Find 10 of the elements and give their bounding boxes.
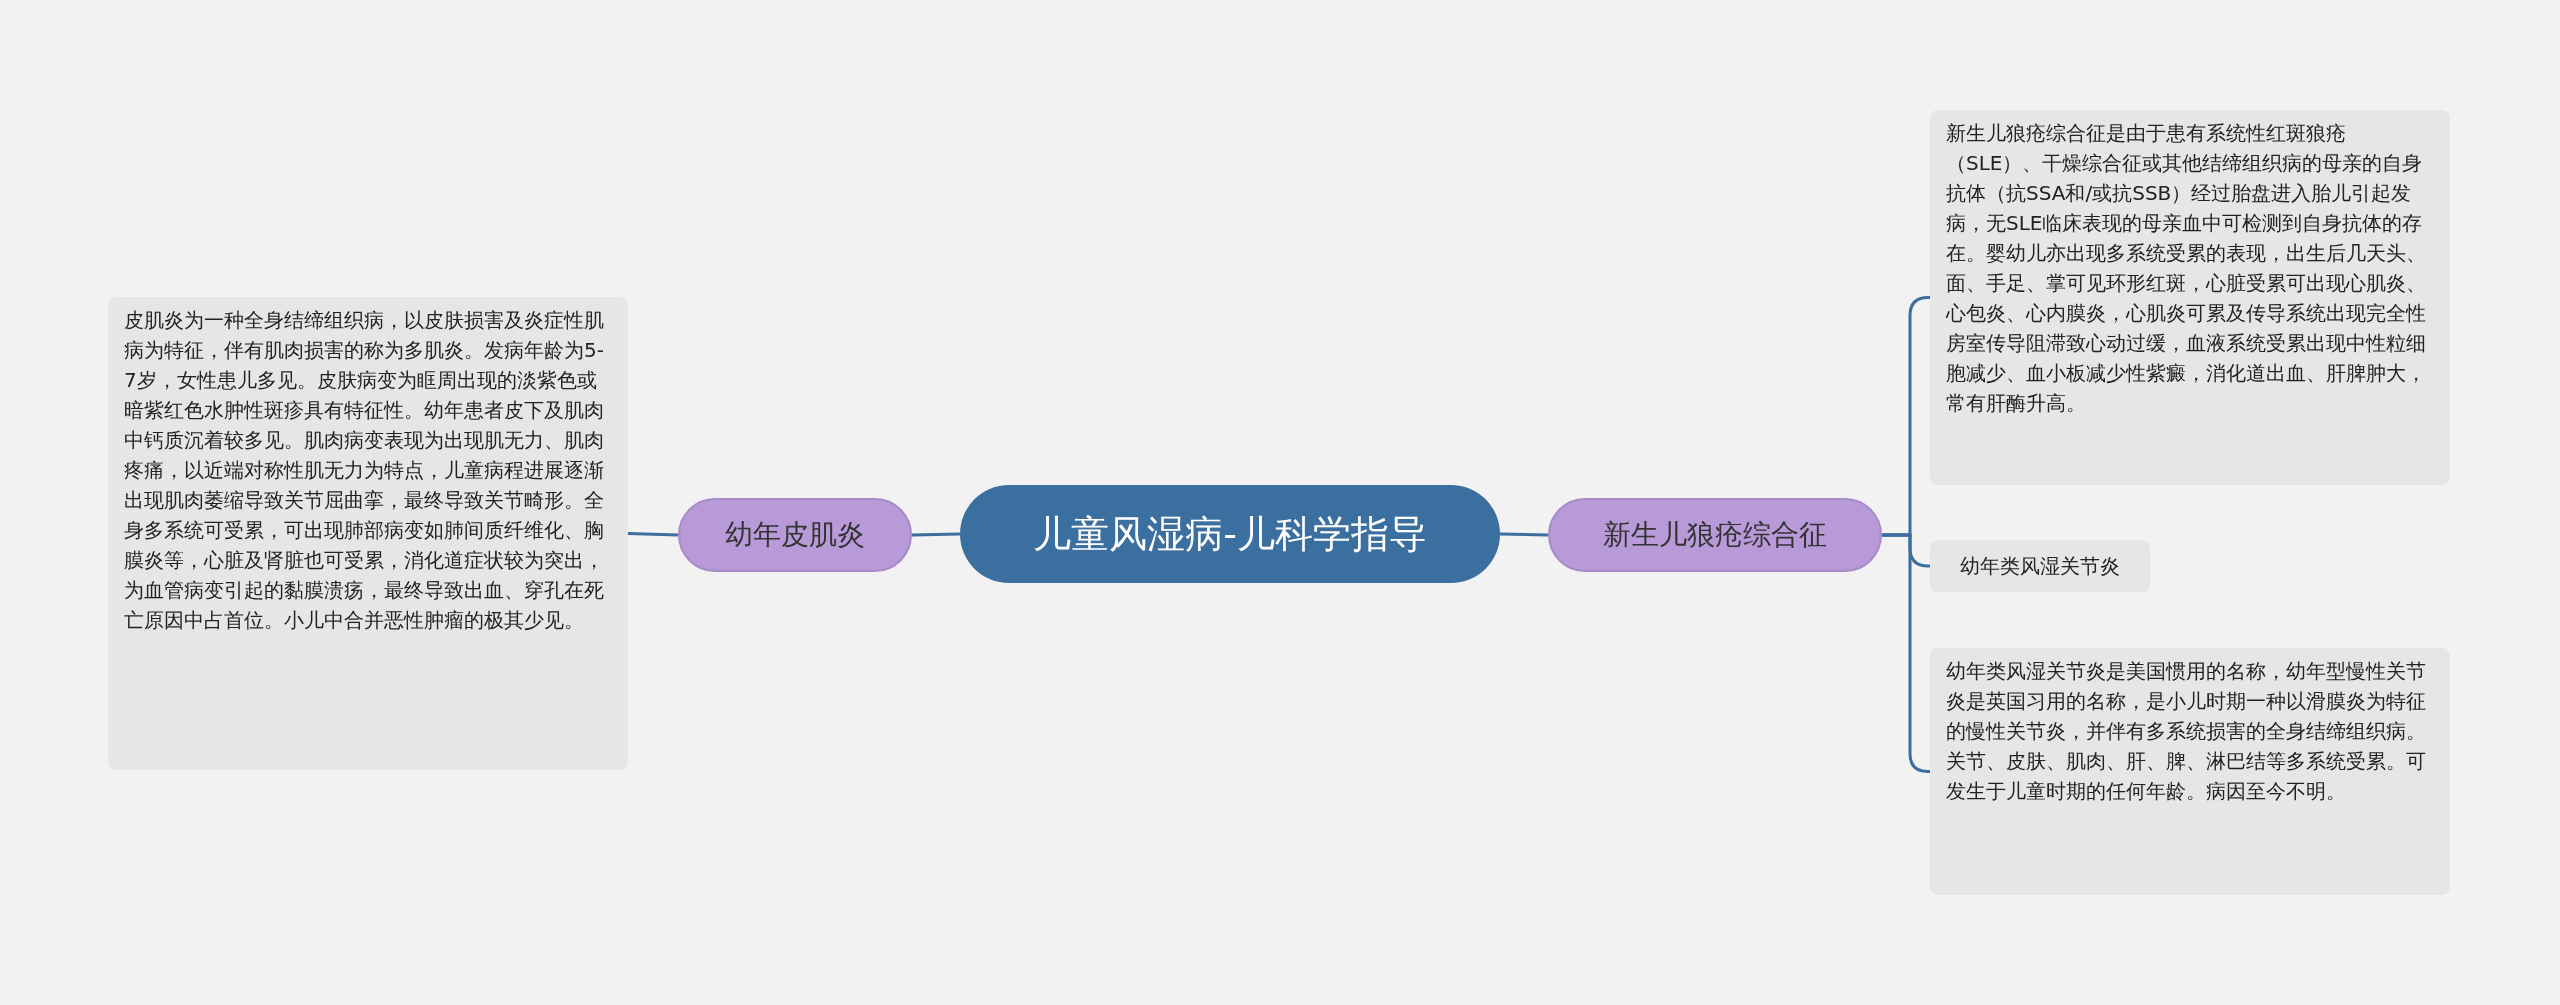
connector-line (1499, 532, 1549, 537)
note-card: 皮肌炎为一种全身结缔组织病，以皮肤损害及炎症性肌病为特征，伴有肌肉损害的称为多肌炎。发病年龄为5-7岁，女性患儿多见。皮肤病变为眶周出现的淡紫色或暗紫红色水肿性斑疹具有特征性。幼年患者皮下及肌肉中钙质沉着较多见。肌肉病变表现为出现肌无力、肌肉疼痛，以近端对称性肌无力为特点，儿童病程进展逐渐出现肌肉萎缩导致关节屈曲挛，最终导致关节畸形。全身多系统可受累，可出现肺部病变如肺间质纤维化、胸膜炎等，心脏及肾脏也可受累，消化道症状较为突出，为血管病变引起的黏膜溃疡，最终导致出血、穿孔在死亡原因中占首位。小儿中合并恶性肿瘤的极其少见。 (108, 297, 628, 770)
connector-line (627, 532, 679, 537)
central-topic: 儿童风湿病-儿科学指导 (960, 485, 1500, 583)
topic-node: 幼年皮肌炎 (678, 498, 912, 572)
note-card: 新生儿狼疮综合征是由于患有系统性红斑狼疮（SLE）、干燥综合征或其他结缔组织病的母亲的自身抗体（抗SSA和/或抗SSB）经过胎盘进入胎儿引起发病，无SLE临床表现的母亲血中可检测到自身抗体的存在。婴幼儿亦出现多系统受累的表现，出生后几天头、面、手足、掌可见环形红斑，心脏受累可出现心肌炎、心包炎、心内膜炎，心肌炎可累及传导系统出现完全性房室传导阻滞致心动过缓，血液系统受累出现中性粒细胞减少、血小板减少性紫癜，消化道出血、肝脾肿大，常有肝酶升高。 (1930, 110, 2450, 485)
subtopic-card: 幼年类风湿关节炎 (1930, 540, 2150, 592)
note-card: 幼年类风湿关节炎是美国惯用的名称，幼年型慢性关节炎是英国习用的名称，是小儿时期一种以滑膜炎为特征的慢性关节炎，并伴有多系统损害的全身结缔组织病。关节、皮肤、肌肉、肝、脾、淋巴结等多系统受累。可发生于儿童时期的任何年龄。病因至今不明。 (1930, 648, 2450, 895)
connector-line (911, 532, 961, 537)
topic-node: 新生儿狼疮综合征 (1548, 498, 1882, 572)
